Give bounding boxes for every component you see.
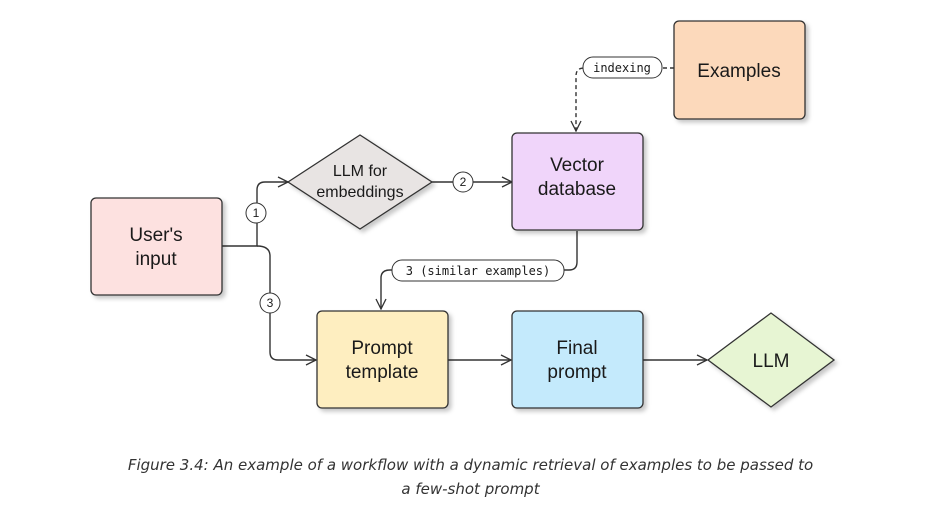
- node-final-prompt: Final prompt: [511, 310, 644, 409]
- final-prompt-label-line1: Final: [556, 338, 597, 359]
- badge-step-3: 3: [259, 292, 281, 314]
- vector-database-label-line2: database: [538, 179, 616, 200]
- edge-input-to-template: [256, 245, 316, 360]
- step-2-text: 2: [460, 175, 467, 189]
- users-input-label-line2: input: [135, 249, 177, 270]
- step-3-text: 3: [267, 296, 274, 310]
- step-1-text: 1: [253, 206, 260, 220]
- node-llm-embeddings: LLM for embeddings: [286, 134, 434, 230]
- figure-caption: Figure 3.4: An example of a workflow wit…: [100, 453, 841, 501]
- node-vector-database: Vector database: [511, 132, 644, 231]
- llm-embeddings-label-line2: embeddings: [316, 184, 403, 201]
- vector-database-label-line1: Vector: [550, 155, 605, 176]
- examples-label: Examples: [697, 61, 780, 82]
- node-prompt-template: Prompt template: [316, 310, 449, 409]
- node-users-input: User's input: [90, 197, 223, 296]
- label-similar-examples: 3 (similar examples): [391, 259, 565, 282]
- node-llm: LLM: [706, 312, 836, 408]
- llm-embeddings-label-line1: LLM for: [333, 163, 388, 180]
- badge-step-1: 1: [245, 202, 267, 224]
- final-prompt-label-line2: prompt: [547, 362, 607, 383]
- prompt-template-label-line2: template: [346, 362, 419, 383]
- indexing-text: indexing: [593, 61, 651, 75]
- edge-input-to-embeddings: [222, 182, 288, 247]
- label-indexing: indexing: [582, 56, 663, 79]
- badge-step-2: 2: [452, 171, 474, 193]
- llm-label: LLM: [753, 351, 790, 372]
- node-examples: Examples: [673, 20, 806, 120]
- users-input-label-line1: User's: [129, 225, 182, 246]
- caption-line1: Figure 3.4: An example of a workflow wit…: [127, 456, 814, 474]
- caption-line2: a few-shot prompt: [401, 480, 540, 498]
- prompt-template-label-line1: Prompt: [351, 338, 413, 359]
- similar-examples-text: 3 (similar examples): [406, 264, 551, 278]
